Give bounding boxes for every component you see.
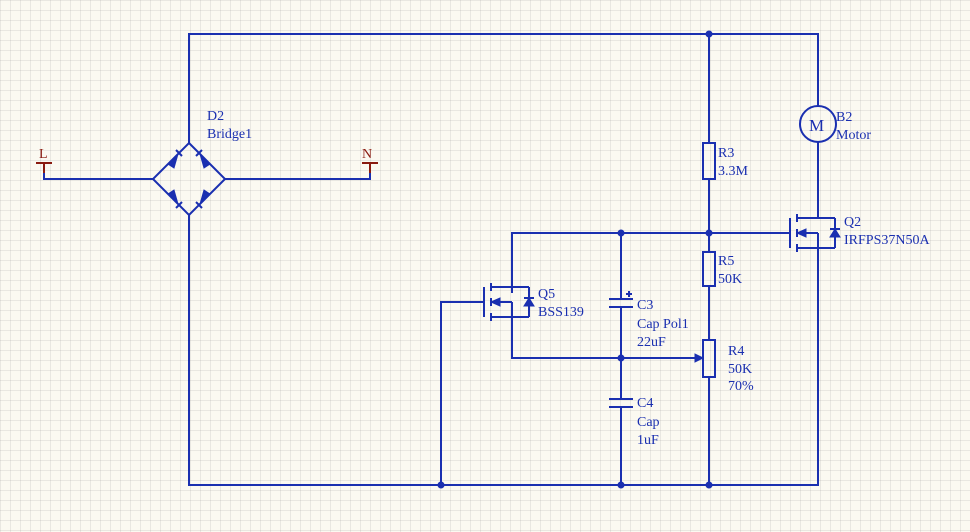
wire-top-rail [188,33,819,109]
diode-bar [195,149,203,157]
mosfet-q2: Q2 IRFPS37N50A [783,210,930,252]
junction-dot [617,354,625,362]
q5-designator: Q5 [538,287,555,302]
d2-designator: D2 [207,109,224,124]
arrow-icon [489,297,501,307]
junction-dot [705,229,713,237]
c3-capacitance: 22uF [637,335,666,350]
c4-capacitance: 1uF [637,433,659,448]
junction-dot [705,481,713,489]
diode-bar [175,201,183,209]
wire-neutral-input [224,163,371,180]
port-line-label: L [39,147,48,162]
diode-bar [175,149,183,157]
port-neutral: N [362,147,378,173]
junction-dot [437,481,445,489]
r4-value: 50K [728,362,752,377]
junction-dot [705,30,713,38]
motor-icon [799,105,837,143]
q2-designator: Q2 [844,215,861,230]
q2-value: IRFPS37N50A [844,233,930,248]
mosfet-q5: Q5 BSS139 [477,283,584,322]
wire-line-input [43,163,154,180]
c4-designator: C4 [637,396,653,411]
capacitor-c3: C3 Cap Pol1 22uF [609,291,689,350]
wire-bottom-rail [188,215,819,486]
wires [43,33,819,486]
junction-dot [617,229,625,237]
wire-q5-gate [440,301,478,486]
c3-value: Cap Pol1 [637,317,689,332]
junctions [437,30,713,489]
potentiometer-r4: R4 50K 70% [694,339,754,394]
junction-dot [617,481,625,489]
drain-lead [797,210,819,219]
bridge-rectifier-d2: D2 Bridge1 [151,107,252,217]
motor-symbol: M [809,116,824,135]
port-neutral-label: N [362,147,372,162]
b2-designator: B2 [836,110,852,125]
arrow-icon [795,228,807,238]
r3-value: 3.3M [718,164,749,179]
resistor-icon [702,142,716,180]
drain-lead [491,286,513,292]
body-diode-icon [829,228,841,238]
body-diode-icon [523,297,535,307]
motor-b2: M B2 Motor [799,105,871,143]
resistor-icon [702,339,716,378]
b2-value: Motor [836,128,871,143]
q5-value: BSS139 [538,305,584,320]
c4-value: Cap [637,415,660,430]
r5-value: 50K [718,272,742,287]
source-lead [491,316,513,322]
wiper-arrow-icon [694,353,705,363]
c3-designator: C3 [637,298,653,313]
bridge-outline [151,141,227,217]
diode-icon [167,152,180,169]
capacitor-c4: C4 Cap 1uF [609,396,660,448]
diode-bar [195,201,203,209]
resistor-r3: R3 3.3M [702,142,749,180]
port-line: L [36,147,52,173]
resistor-icon [702,251,716,287]
d2-value: Bridge1 [207,127,252,142]
source-lead [797,247,819,252]
r4-setting: 70% [728,379,754,394]
r5-designator: R5 [718,254,734,269]
resistor-r5: R5 50K [702,251,742,287]
r4-designator: R4 [728,344,744,359]
diode-icon [167,189,180,206]
diode-icon [198,152,211,169]
r3-designator: R3 [718,146,734,161]
diode-icon [198,189,211,206]
